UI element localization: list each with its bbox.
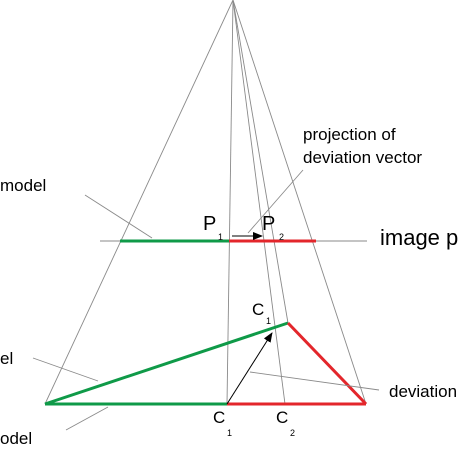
label-image-plane: image p: [380, 225, 458, 250]
label-deviation: deviation: [389, 382, 457, 401]
point-c1-top-subscript: 1: [266, 316, 271, 326]
perspective-rays: [44, 0, 367, 405]
label-projection-line1: projection of: [303, 125, 396, 144]
leader-odel: [65, 406, 109, 431]
ray-right: [232, 0, 367, 405]
leader-model-top: [84, 194, 153, 239]
leader-lines: [32, 169, 380, 431]
point-c2-label: C: [276, 408, 288, 427]
point-c1-subscript: 1: [227, 428, 232, 438]
label-projection-line2: deviation vector: [303, 148, 422, 167]
point-p2-label: P: [262, 213, 275, 235]
point-c1-top-label: C: [252, 300, 264, 319]
point-c2-subscript: 2: [290, 428, 295, 438]
label-model-top: model: [0, 176, 46, 195]
leader-deviation: [249, 371, 380, 391]
point-p1-subscript: 1: [218, 232, 223, 242]
ray-c1: [226, 0, 234, 405]
ray-c2: [232, 0, 286, 405]
model-green-edge: [44, 321, 289, 406]
point-p2-subscript: 2: [279, 232, 284, 242]
point-c1-label: C: [213, 408, 225, 427]
ray-left: [44, 0, 234, 405]
deviation-vector: [226, 332, 273, 405]
label-el: el: [0, 349, 13, 368]
point-p1-label: P: [203, 213, 216, 235]
ray-c1-top: [232, 0, 289, 324]
model-red-edge: [286, 321, 368, 406]
leader-projection: [247, 169, 304, 234]
label-model-bottom: odel: [0, 429, 32, 448]
leader-el: [32, 357, 99, 382]
